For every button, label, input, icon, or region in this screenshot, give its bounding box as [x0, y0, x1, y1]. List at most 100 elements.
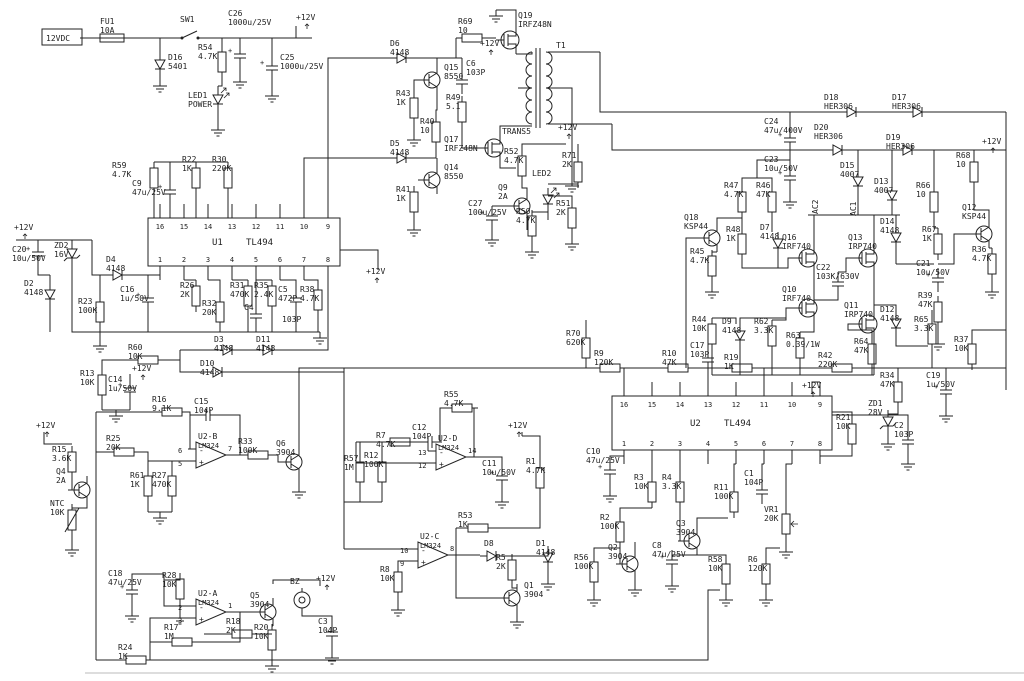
svg-text:IRFZ48N: IRFZ48N [518, 20, 552, 29]
wires-u1-bias [153, 161, 229, 218]
label-trans5: TRANS5 [502, 127, 531, 136]
svg-text:13: 13 [418, 449, 426, 457]
svg-text:47u/25V: 47u/25V [108, 578, 142, 587]
svg-text:R64: R64 [854, 337, 869, 346]
svg-text:Q15: Q15 [444, 63, 459, 72]
svg-text:LED1: LED1 [188, 91, 207, 100]
svg-text:8: 8 [818, 440, 822, 448]
svg-text:D3: D3 [214, 335, 224, 344]
svg-text:R24: R24 [118, 643, 133, 652]
svg-text:4148: 4148 [24, 288, 43, 297]
svg-text:R8: R8 [380, 565, 390, 574]
svg-text:+: + [778, 131, 782, 139]
ground-symbol [495, 496, 509, 509]
svg-text:13: 13 [704, 401, 712, 409]
svg-text:R2: R2 [600, 513, 610, 522]
ground-symbol [265, 90, 279, 103]
svg-text:IRF740: IRF740 [782, 242, 811, 251]
svg-text:2K: 2K [226, 626, 236, 635]
svg-text:C6: C6 [466, 59, 476, 68]
svg-text:220K: 220K [818, 360, 837, 369]
svg-text:HER306: HER306 [814, 132, 843, 141]
svg-text:C1: C1 [744, 469, 754, 478]
ground-symbol [759, 594, 773, 607]
ground-symbol [153, 512, 167, 525]
svg-text:D9: D9 [722, 317, 732, 326]
svg-text:0.39/1W: 0.39/1W [786, 340, 820, 349]
svg-text:1u/50V: 1u/50V [108, 384, 137, 393]
svg-text:D17: D17 [892, 93, 907, 102]
svg-text:10: 10 [458, 26, 468, 35]
ground-symbol [173, 612, 187, 625]
svg-text:+: + [926, 271, 930, 279]
svg-text:R23: R23 [78, 297, 93, 306]
svg-text:R58: R58 [708, 555, 723, 564]
svg-text:2K: 2K [496, 562, 506, 571]
svg-text:IRP740: IRP740 [848, 242, 877, 251]
svg-text:-: - [439, 448, 444, 457]
svg-text:R63: R63 [786, 331, 801, 340]
svg-text:POWER: POWER [188, 100, 212, 109]
svg-text:10K: 10K [80, 378, 95, 387]
ground-symbol [931, 338, 945, 351]
svg-text:1M: 1M [164, 632, 174, 641]
svg-text:47u/25V: 47u/25V [132, 188, 166, 197]
svg-text:+12V: +12V [480, 39, 499, 48]
svg-text:4: 4 [706, 440, 710, 448]
svg-text:20K: 20K [202, 308, 217, 317]
svg-text:R20: R20 [254, 623, 269, 632]
svg-text:R67: R67 [922, 225, 937, 234]
svg-text:10K: 10K [254, 632, 269, 641]
ground-symbol [489, 10, 503, 23]
svg-text:5: 5 [178, 460, 182, 468]
svg-text:Q4: Q4 [56, 467, 66, 476]
svg-text:LED2: LED2 [532, 169, 551, 178]
svg-text:470K: 470K [230, 290, 249, 299]
label-ac2: AC2 [811, 199, 820, 214]
svg-text:R1: R1 [526, 457, 536, 466]
svg-text:U2-C: U2-C [420, 532, 439, 541]
svg-text:R12: R12 [364, 451, 379, 460]
ground-symbol [541, 578, 555, 591]
svg-text:Q9: Q9 [498, 183, 508, 192]
svg-text:47K: 47K [918, 300, 933, 309]
svg-text:D5: D5 [390, 139, 400, 148]
ground-symbol [881, 438, 895, 451]
svg-text:5401: 5401 [168, 62, 187, 71]
svg-text:7: 7 [302, 256, 306, 264]
svg-text:R10: R10 [662, 349, 677, 358]
svg-text:R18: R18 [226, 617, 241, 626]
svg-text:Q6: Q6 [276, 439, 286, 448]
svg-text:10: 10 [956, 160, 966, 169]
svg-text:VR1: VR1 [764, 505, 779, 514]
svg-text:R26: R26 [180, 281, 195, 290]
svg-text:R35: R35 [254, 281, 269, 290]
svg-text:R15: R15 [52, 445, 67, 454]
svg-text:1M: 1M [344, 463, 354, 472]
